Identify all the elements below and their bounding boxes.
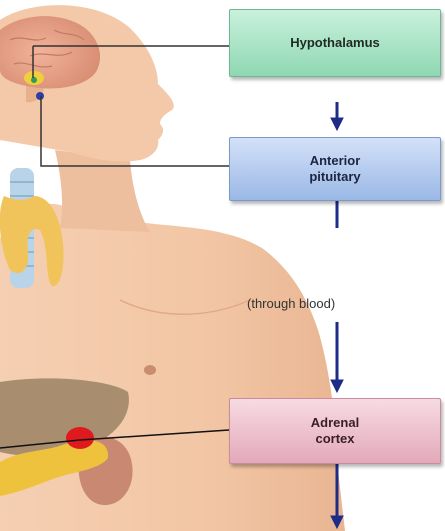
arrow-to-adrenal-head [331, 380, 343, 392]
nipple [144, 365, 156, 375]
hypothalamus-label: Hypothalamus [290, 35, 380, 51]
hypothalamus-box: Hypothalamus [229, 9, 441, 77]
adrenal-cortex-box: Adrenal cortex [229, 398, 441, 464]
through-blood-label: (through blood) [247, 296, 335, 311]
adrenal-cortex-label: Adrenal cortex [311, 415, 359, 447]
adrenal-gland [66, 427, 94, 449]
neck [55, 150, 150, 232]
anterior-pituitary-box: Anterior pituitary [229, 137, 441, 201]
hypothalamus-dot [31, 77, 37, 83]
pituitary-dot [36, 92, 44, 100]
arrow-hypothalamus-to-pituitary-head [331, 118, 343, 130]
anterior-pituitary-label: Anterior pituitary [309, 153, 360, 185]
